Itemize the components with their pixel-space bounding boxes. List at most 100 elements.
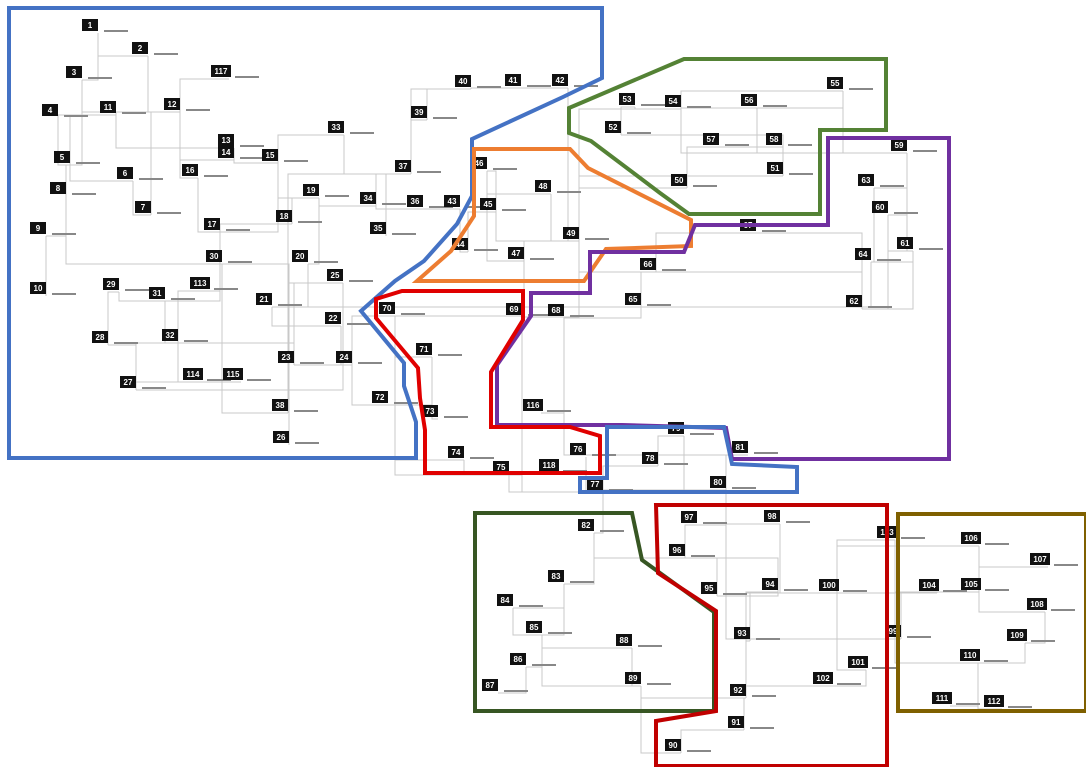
bus-box — [548, 570, 564, 582]
bus-18: 18 — [276, 210, 292, 222]
line-49-54 — [578, 108, 681, 241]
bus-62: 62 — [846, 295, 862, 307]
bus-box — [523, 399, 543, 411]
bus-box — [919, 579, 939, 591]
bus-box — [103, 278, 119, 290]
bus-55: 55 — [827, 77, 843, 89]
bus-number: 109 — [1010, 631, 1024, 640]
bus-box — [448, 446, 464, 458]
line-11-13 — [115, 115, 234, 149]
bus-number: 8 — [56, 184, 61, 193]
bus-78: 78 — [642, 452, 658, 464]
bus-106: 106 — [961, 532, 981, 544]
bus-box — [120, 376, 136, 388]
bus-53: 53 — [619, 93, 635, 105]
bus-box — [703, 133, 719, 145]
bus-box — [619, 93, 635, 105]
bus-box — [766, 133, 782, 145]
bus-40: 40 — [455, 75, 471, 87]
bus-box — [211, 65, 231, 77]
bus-number: 20 — [296, 252, 305, 261]
line-61-62 — [862, 251, 914, 310]
bus-box — [762, 578, 778, 590]
line-6-7 — [132, 181, 151, 216]
bus-49: 49 — [563, 227, 579, 239]
bus-number: 74 — [452, 448, 461, 457]
bus-box — [328, 121, 344, 133]
bus-118: 118 — [539, 459, 559, 471]
bus-number: 5 — [60, 153, 65, 162]
line-32-113 — [177, 290, 208, 343]
bus-48: 48 — [535, 180, 551, 192]
bus-box — [741, 94, 757, 106]
bus-number: 93 — [738, 629, 747, 638]
line-15-17 — [220, 163, 279, 233]
bus-number: 28 — [96, 333, 105, 342]
bus-number: 90 — [669, 741, 678, 750]
bus-56: 56 — [741, 94, 757, 106]
bus-45: 45 — [480, 198, 496, 210]
bus-box — [1027, 598, 1047, 610]
bus-15: 15 — [262, 149, 278, 161]
bus-number: 71 — [420, 345, 429, 354]
bus-box — [642, 452, 658, 464]
bus-85: 85 — [526, 621, 542, 633]
bus-box — [30, 222, 46, 234]
line-34-37 — [375, 173, 411, 206]
line-20-21 — [272, 264, 309, 308]
bus-89: 89 — [625, 672, 641, 684]
line-75-77 — [508, 475, 603, 493]
bus-box — [164, 98, 180, 110]
line-14-15 — [233, 160, 278, 164]
line-19-20 — [308, 198, 320, 265]
bus-35: 35 — [370, 222, 386, 234]
bus-109: 109 — [1007, 629, 1027, 641]
bus-number: 76 — [574, 445, 583, 454]
bus-92: 92 — [730, 684, 746, 696]
line-56-57 — [719, 108, 758, 148]
line-35-36 — [385, 208, 423, 236]
bus-117: 117 — [211, 65, 231, 77]
bus-number: 9 — [36, 224, 41, 233]
bus-box — [669, 544, 685, 556]
line-63-64 — [871, 188, 875, 263]
line-104-105 — [936, 591, 979, 593]
line-86-87 — [498, 667, 527, 694]
bus-box — [149, 287, 165, 299]
bus-80: 80 — [710, 476, 726, 488]
bus-box — [734, 627, 750, 639]
bus-number: 52 — [609, 123, 618, 132]
bus-66: 66 — [640, 258, 656, 270]
bus-number: 42 — [556, 76, 565, 85]
line-89-90 — [640, 686, 681, 754]
bus-42: 42 — [552, 74, 568, 86]
line-32-114 — [177, 343, 201, 383]
bus-number: 24 — [340, 353, 349, 362]
line-24-72 — [351, 365, 388, 406]
bus-box — [303, 184, 319, 196]
bus-box — [411, 106, 427, 118]
bus-number: 23 — [282, 353, 291, 362]
bus-box — [510, 653, 526, 665]
bus-number: 25 — [331, 271, 340, 280]
bus-number: 27 — [124, 378, 133, 387]
line-62-66 — [656, 271, 863, 309]
line-77-78 — [602, 465, 658, 492]
bus-68: 68 — [548, 304, 564, 316]
bus-74: 74 — [448, 446, 464, 458]
bus-number: 94 — [766, 580, 775, 589]
bus-72: 72 — [372, 391, 388, 403]
line-43-44 — [459, 209, 468, 253]
line-8-9 — [46, 196, 67, 237]
bus-57: 57 — [703, 133, 719, 145]
bus-box — [493, 461, 509, 473]
bus-88: 88 — [616, 634, 632, 646]
bus-box — [535, 180, 551, 192]
line-28-29 — [107, 291, 119, 345]
bus-104: 104 — [919, 579, 939, 591]
line-31-32 — [164, 301, 178, 344]
bus-number: 96 — [673, 546, 682, 555]
bus-number: 51 — [771, 164, 780, 173]
bus-96: 96 — [669, 544, 685, 556]
line-12-16 — [179, 112, 198, 179]
